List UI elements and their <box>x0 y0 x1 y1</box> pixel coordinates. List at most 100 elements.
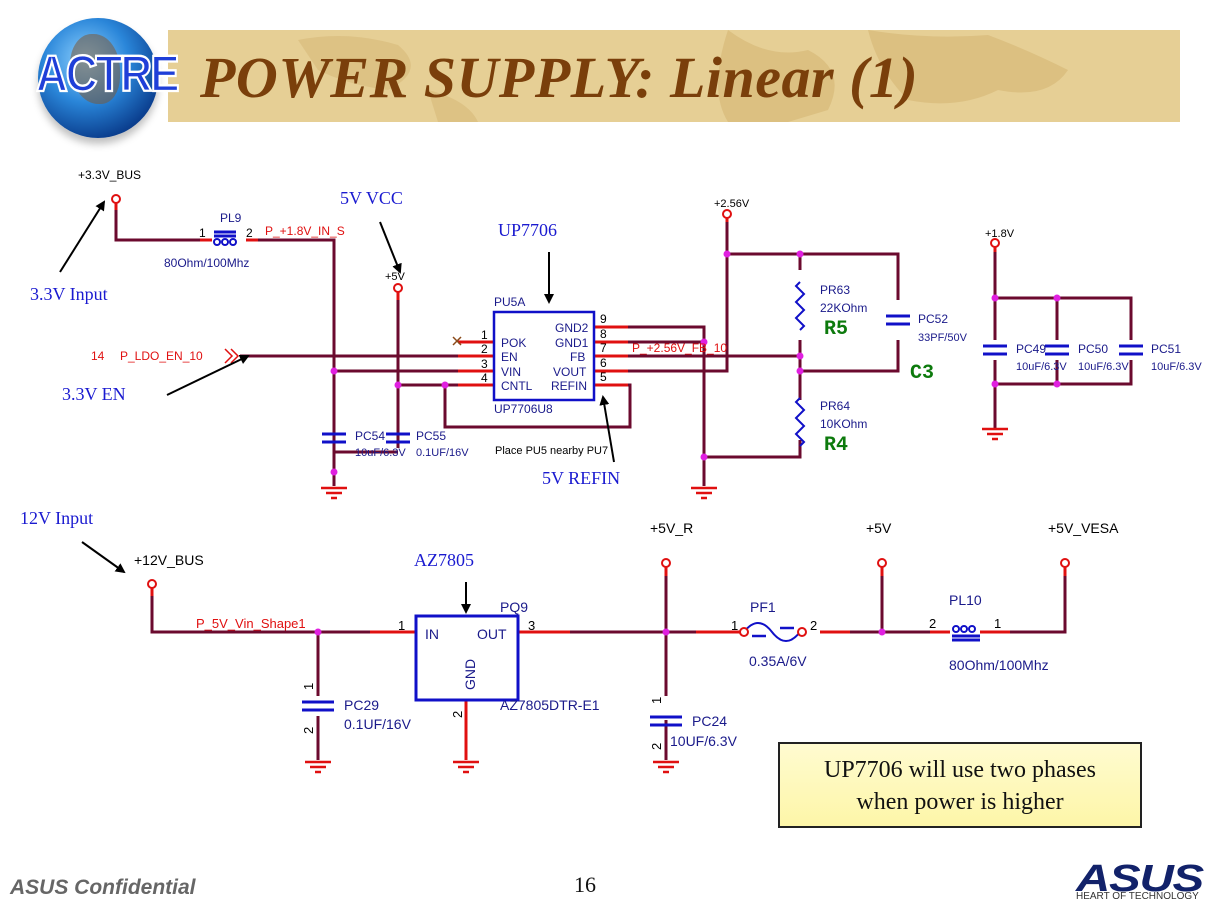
wire-vout <box>600 254 729 373</box>
junction <box>1053 380 1061 388</box>
label-r5: R5 <box>824 318 848 341</box>
net-label: +5V_R <box>650 520 693 536</box>
pin-number: 1 <box>994 616 1001 631</box>
wire-1v8-gnd <box>993 360 1133 428</box>
note-line: when power is higher <box>856 789 1064 815</box>
net-label: +5V <box>385 271 406 283</box>
junction <box>796 367 804 375</box>
junction <box>796 250 804 258</box>
asus-logo: ASUS <box>1076 858 1204 900</box>
junction <box>700 338 708 346</box>
wire-12v <box>150 588 370 634</box>
net-terminal-5v <box>393 283 403 293</box>
pin-number: 7 <box>600 341 607 355</box>
net-label: +5V_VESA <box>1048 520 1119 536</box>
component-ref: PR64 <box>820 399 850 413</box>
component-value: 80Ohm/100Mhz <box>949 657 1049 673</box>
annotation-3v3-input: 3.3V Input <box>30 284 108 304</box>
component-ref: PC49 <box>1016 342 1046 356</box>
ground-icon <box>453 760 479 774</box>
net-label: P_+2.56V_FB_10 <box>632 341 727 355</box>
junction <box>700 453 708 461</box>
component-value: 22KOhm <box>820 301 867 315</box>
ground-icon <box>982 427 1008 441</box>
pin-number: 2 <box>246 226 253 240</box>
capacitor-pc52 <box>886 314 910 326</box>
fuse-terminal <box>797 627 807 637</box>
note-line: UP7706 will use two phases <box>824 757 1096 783</box>
pin-name: GND2 <box>555 321 589 335</box>
junction <box>441 381 449 389</box>
component-value: 0.1UF/16V <box>416 447 469 459</box>
pin-number: 2 <box>810 618 817 633</box>
world-map-decoration <box>298 30 1068 122</box>
component-value: 10UF/6.3V <box>670 733 738 749</box>
pin-number: 9 <box>600 312 607 326</box>
pin-name: FB <box>570 350 585 364</box>
capacitor-pc24 <box>650 715 682 727</box>
pin-number: 1 <box>649 697 664 704</box>
pin-name: VOUT <box>553 365 587 379</box>
component-ref: PC52 <box>918 312 948 326</box>
arrow-5v-vcc <box>379 221 402 274</box>
pin-number: 8 <box>600 327 607 341</box>
ground-icon <box>691 486 717 500</box>
pin-name: OUT <box>477 626 507 642</box>
logo-text: ACTRE <box>35 45 181 104</box>
wire-pc52-bot <box>800 340 900 373</box>
note-box: UP7706 will use two phases when power is… <box>778 742 1142 828</box>
component-ref: PC29 <box>344 697 379 713</box>
component-ref: PQ9 <box>500 599 528 615</box>
net-label: +12V_BUS <box>134 552 204 568</box>
ground-symbols <box>305 427 1008 774</box>
net-label: P_5V_Vin_Shape1 <box>196 616 306 631</box>
junction <box>662 628 670 636</box>
label-c3: C3 <box>910 362 934 385</box>
pin-number: 5 <box>600 370 607 384</box>
net-terminal-12v <box>147 579 157 589</box>
fuse-pf1 <box>743 622 801 642</box>
ic-pq9 <box>414 614 520 702</box>
pin-number: 3 <box>528 618 535 633</box>
pin-seg <box>458 340 494 387</box>
component-ref: PL9 <box>220 211 242 225</box>
component-value: 10uF/6.3V <box>1078 361 1129 373</box>
pin-name: REFIN <box>551 379 587 393</box>
net-label: +3.3V_BUS <box>78 168 141 182</box>
slide-title: POWER SUPPLY: Linear (1) <box>200 45 919 110</box>
label-r4: R4 <box>824 434 848 457</box>
junction <box>394 381 402 389</box>
logo-continent <box>70 34 120 104</box>
net-index: 14 <box>91 349 105 363</box>
net-terminal-3v3-bus <box>111 194 121 204</box>
no-connect-icon <box>452 336 462 346</box>
junction <box>314 628 322 636</box>
component-ref: PF1 <box>750 599 776 615</box>
wire-pl10-out <box>1010 568 1067 634</box>
component-part: UP7706U8 <box>494 402 553 416</box>
ferrite-bead-pl9 <box>213 230 237 246</box>
net-label: P_LDO_EN_10 <box>120 349 203 363</box>
wire-3v3-bus <box>114 204 200 242</box>
component-ref: PC50 <box>1078 342 1108 356</box>
component-value: 10KOhm <box>820 417 867 431</box>
pin-name: EN <box>501 350 518 364</box>
confidential-label: ASUS Confidential <box>10 876 196 899</box>
junction <box>330 468 338 476</box>
wire-2v56 <box>725 214 900 300</box>
pin-seg <box>114 198 997 300</box>
component-ref: PR63 <box>820 283 850 297</box>
component-ref: PC55 <box>416 429 446 443</box>
ground-icon <box>653 760 679 774</box>
pin-name: POK <box>501 336 526 350</box>
component-value: 33PF/50V <box>918 332 968 344</box>
annotation-up7706: UP7706 <box>498 220 557 240</box>
component-value: 10uF/6.3V <box>355 447 406 459</box>
capacitor-pc51 <box>1119 344 1143 356</box>
wire-pl9-out <box>258 238 336 486</box>
pin-seg <box>370 630 570 760</box>
capacitor-pc54 <box>322 432 346 444</box>
net-terminal-2v56 <box>722 209 732 219</box>
title-banner <box>168 30 1180 122</box>
ic-pu5a <box>492 310 596 402</box>
